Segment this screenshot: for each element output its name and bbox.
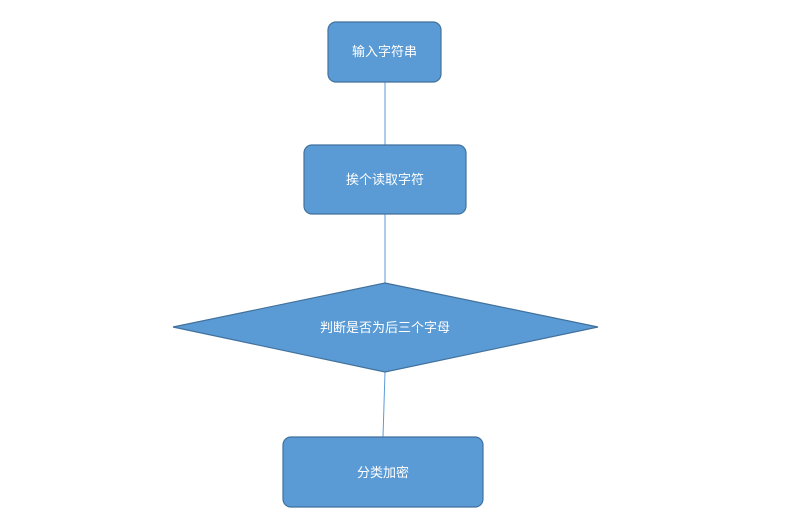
node-input-string[interactable]: 输入字符串 — [327, 21, 442, 83]
node-read-characters-label: 挨个读取字符 — [346, 172, 424, 188]
node-classify-encrypt[interactable]: 分类加密 — [282, 436, 484, 508]
node-classify-encrypt-label: 分类加密 — [357, 465, 409, 481]
node-read-characters[interactable]: 挨个读取字符 — [303, 144, 467, 215]
node-decision-label: 判断是否为后三个字母 — [320, 321, 450, 336]
node-decision-last-three-letters[interactable]: 判断是否为后三个字母 — [172, 282, 599, 373]
node-input-string-label: 输入字符串 — [352, 44, 417, 60]
connector-decide-to-encrypt — [382, 371, 386, 438]
